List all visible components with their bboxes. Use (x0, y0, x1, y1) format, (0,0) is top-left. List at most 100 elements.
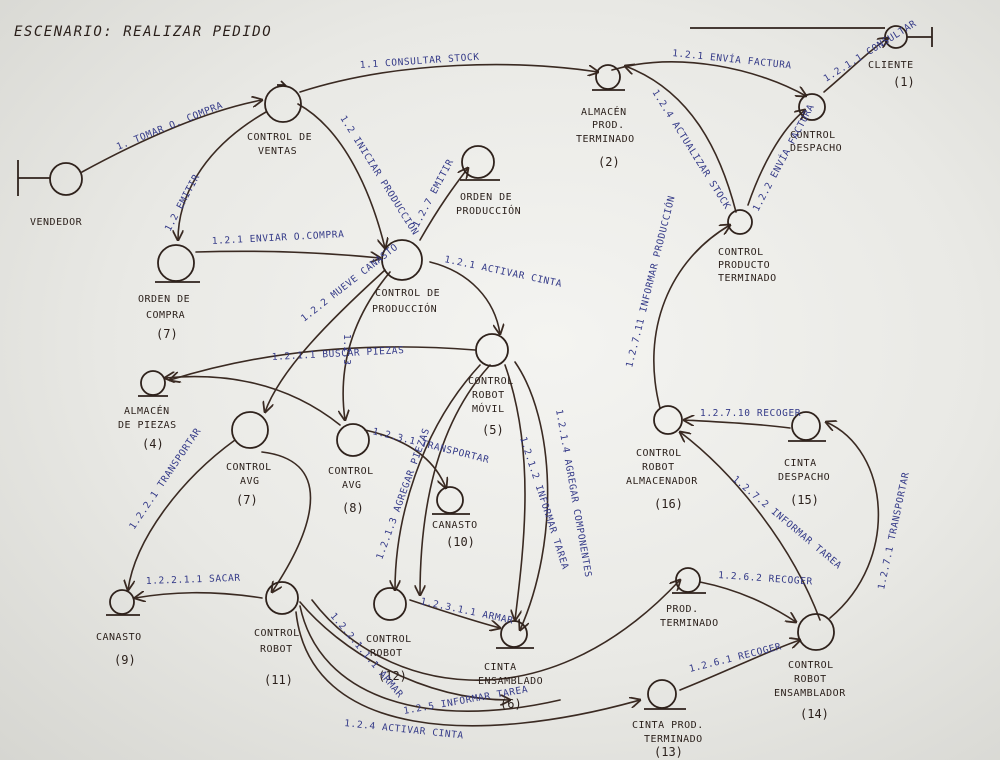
svg-text:(11): (11) (264, 673, 293, 687)
svg-text:CINTA: CINTA (484, 662, 517, 673)
edge-despacho-almacenador (684, 420, 791, 429)
node-cinta-ensamblado: CINTA ENSAMBLADO (6) (478, 620, 543, 711)
svg-text:CONTROL: CONTROL (366, 634, 412, 645)
svg-text:CONTROL: CONTROL (468, 376, 514, 387)
svg-text:DE PIEZAS: DE PIEZAS (118, 420, 177, 431)
svg-text:ENSAMBLADOR: ENSAMBLADOR (774, 688, 846, 699)
node-control-despacho: CONTROL DESPACHO (790, 93, 842, 154)
svg-text:ROBOT: ROBOT (260, 644, 293, 655)
svg-text:1.2.2 ENVÍA FACTURA: 1.2.2 ENVÍA FACTURA (750, 102, 817, 214)
svg-text:1.2 EMITIR: 1.2 EMITIR (163, 172, 202, 233)
edge-robot11-prodterm (311, 580, 680, 681)
node-prod-terminado: PROD. TERMINADO (660, 567, 719, 629)
node-canasto-9: CANASTO (9) (96, 589, 142, 667)
node-control-agv-8: CONTROL AVG (8) (328, 423, 374, 515)
actor-cliente: CLIENTE (1) (690, 25, 933, 89)
diagram-title: ESCENARIO: REALIZAR PEDIDO (14, 24, 272, 40)
svg-text:(13): (13) (654, 745, 683, 759)
svg-text:(15): (15) (790, 493, 819, 507)
svg-text:CONTROL: CONTROL (254, 628, 300, 639)
svg-text:ALMACÉN: ALMACÉN (124, 404, 170, 417)
edge-robot11-cintaprod (295, 611, 640, 727)
node-control-robot-movil: CONTROL ROBOT MÓVIL (5) (468, 333, 514, 437)
edge-vendedor-ventas (81, 100, 262, 173)
edge-prodterm-despacho (747, 110, 805, 206)
edge-despacho-cliente (823, 38, 888, 93)
svg-text:1.2.7.10 RECOGER: 1.2.7.10 RECOGER (700, 408, 801, 419)
node-orden-produccion: ORDEN DE PRODUCCIÓN (456, 145, 521, 217)
svg-text:(9): (9) (114, 653, 136, 667)
svg-text:DESPACHO: DESPACHO (790, 143, 842, 154)
edge-ventas-orden (178, 111, 267, 240)
svg-text:CONTROL DE: CONTROL DE (247, 132, 312, 143)
node-almacen-prod-terminado: ALMACÉN PROD. TERMINADO (2) (576, 64, 634, 169)
node-control-ventas: CONTROL DE VENTAS (247, 80, 312, 157)
svg-text:ROBOT: ROBOT (794, 674, 827, 685)
svg-text:ALMACENADOR: ALMACENADOR (626, 476, 698, 487)
svg-text:AVG: AVG (240, 476, 260, 487)
svg-text:MÓVIL: MÓVIL (472, 402, 505, 415)
edge-robot11-canasto9 (135, 593, 263, 598)
node-cinta-despacho: CINTA DESPACHO (15) (778, 411, 830, 507)
vendedor-label: VENDEDOR (30, 217, 83, 228)
svg-text:CONTROL: CONTROL (328, 466, 374, 477)
svg-text:1.2 INICIAR PRODUCCIÓN: 1.2 INICIAR PRODUCCIÓN (337, 113, 421, 237)
node-control-producto-terminado: CONTROL PRODUCTO TERMINADO (718, 209, 776, 284)
edge-almacenador-prodterm (653, 225, 730, 409)
svg-text:CANASTO: CANASTO (432, 520, 478, 531)
edge-ventas-produccion (297, 103, 385, 248)
svg-text:(2): (2) (598, 155, 620, 169)
node-control-produccion: CONTROL DE PRODUCCIÓN (372, 239, 440, 315)
edge-agv8-almacen (165, 377, 341, 426)
edge-robotmovil-robot12 (395, 364, 481, 590)
edge-agv7-robot11 (261, 451, 312, 592)
svg-text:1.2.7.11 INFORMAR PRODUCCIÓN: 1.2.7.11 INFORMAR PRODUCCIÓN (623, 194, 677, 369)
svg-text:PROD.: PROD. (592, 120, 625, 131)
svg-text:TERMINADO: TERMINADO (660, 618, 719, 629)
svg-text:(10): (10) (446, 535, 475, 549)
svg-text:PRODUCTO: PRODUCTO (718, 260, 770, 271)
svg-text:CONTROL: CONTROL (636, 448, 682, 459)
svg-text:TERMINADO: TERMINADO (644, 734, 703, 745)
edge-robotmovil-robot12b (420, 364, 491, 595)
svg-text:AVG: AVG (342, 480, 362, 491)
svg-text:1.2.3: 1.2.3 (341, 334, 352, 366)
node-canasto-10: CANASTO (10) (432, 486, 478, 549)
node-control-robot-almacenador: CONTROL ROBOT ALMACENADOR (16) (626, 405, 698, 511)
svg-text:CONTROL: CONTROL (788, 660, 834, 671)
edge-ensamblador-almacenador (680, 432, 821, 621)
cliente-num: (1) (893, 75, 915, 89)
node-almacen-piezas: ALMACÉN DE PIEZAS (4) (118, 370, 177, 451)
svg-text:1.2.1 ENVIAR O.COMPRA: 1.2.1 ENVIAR O.COMPRA (212, 229, 345, 247)
svg-text:CANASTO: CANASTO (96, 632, 142, 643)
svg-text:VENTAS: VENTAS (258, 146, 297, 157)
node-control-robot-12: CONTROL ROBOT (12) (366, 587, 412, 683)
svg-text:PRODUCCIÓN: PRODUCCIÓN (456, 204, 521, 217)
svg-text:CONTROL: CONTROL (226, 462, 272, 473)
edge-robot11-lower (299, 605, 561, 712)
edge-ventas-almacen (299, 63, 598, 93)
svg-text:1.2.1.1 BUSCAR PIEZAS: 1.2.1.1 BUSCAR PIEZAS (272, 345, 405, 363)
svg-text:DESPACHO: DESPACHO (778, 472, 830, 483)
edge-produccion-ordenprod (419, 168, 468, 241)
svg-text:(6): (6) (500, 697, 522, 711)
svg-text:1.2.6.1 RECOGER: 1.2.6.1 RECOGER (688, 641, 783, 675)
actor-vendedor: VENDEDOR (17, 160, 83, 228)
node-control-robot-11: CONTROL ROBOT (11) (254, 581, 300, 687)
node-cinta-prod-terminado: CINTA PROD. TERMINADO (13) (632, 679, 704, 759)
edge-produccion-agv7 (265, 269, 386, 412)
edge-agv8-canasto10 (364, 429, 446, 488)
svg-text:CINTA PROD.: CINTA PROD. (632, 720, 704, 731)
svg-text:1.2.7.1 TRANSPORTAR: 1.2.7.1 TRANSPORTAR (876, 471, 912, 591)
edge-orden-produccion (195, 250, 380, 258)
edge-prodterm-almacen (625, 66, 737, 213)
svg-text:(4): (4) (142, 437, 164, 451)
svg-text:(14): (14) (800, 707, 829, 721)
edge-produccion-robotmovil (429, 261, 500, 334)
svg-text:CONTROL DE: CONTROL DE (375, 288, 440, 299)
node-control-agv-7: CONTROL AVG (7) (226, 411, 272, 507)
svg-text:ALMACÉN: ALMACÉN (581, 105, 627, 118)
connectors (81, 38, 888, 727)
svg-text:(8): (8) (342, 501, 364, 515)
svg-text:CONTROL: CONTROL (790, 130, 836, 141)
